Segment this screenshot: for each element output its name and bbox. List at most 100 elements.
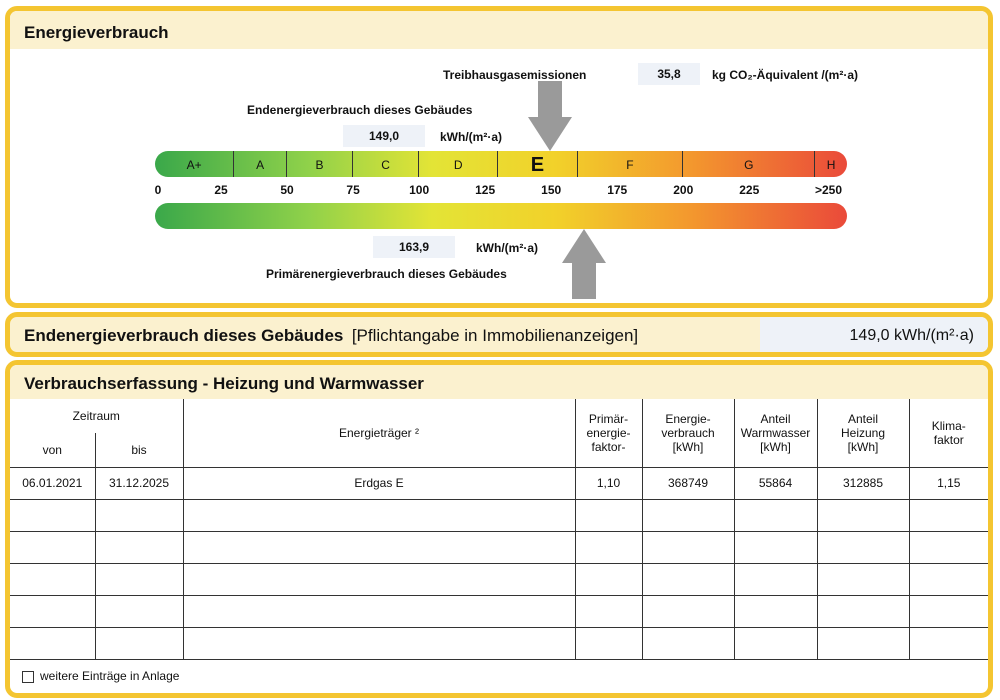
empty-cell [816,594,910,628]
table-row-empty [10,530,988,564]
energy-class-c: C [353,151,420,177]
empty-cell [182,498,576,532]
scale-tick: 200 [673,183,694,197]
cell-klima: 1,15 [908,466,988,500]
empty-cell [182,562,576,596]
empty-cell [908,562,988,596]
empty-cell [908,530,988,564]
empty-cell [10,594,96,628]
summary-subtitle: [Pflichtangabe in Immobilienanzeigen] [351,326,639,345]
further-entries: weitere Einträge in Anlage [22,669,179,683]
empty-cell [733,626,818,660]
header-bis: bis [94,433,184,468]
empty-cell [94,498,184,532]
empty-cell [733,530,818,564]
empty-cell [10,530,96,564]
summary-value: 149,0 kWh/(m²·a) [760,317,988,352]
empty-cell [641,562,735,596]
cell-traeger: Erdgas E [182,466,576,500]
empty-cell [10,626,96,660]
header-klimafaktor: Klima- faktor [908,399,988,468]
consumption-table: Zeitraum Energieträger ² Primär- energie… [10,399,988,660]
empty-cell [641,626,735,660]
primary-energy-label: Primärenergieverbrauch dieses Gebäudes [266,267,507,281]
header-zeitraum: Zeitraum [10,399,184,433]
end-energy-unit: kWh/(m²·a) [440,130,502,144]
energy-class-d: D [419,151,499,177]
further-entries-label: weitere Einträge in Anlage [40,669,180,683]
scale-tick: 225 [739,183,760,197]
empty-cell [733,562,818,596]
empty-cell [641,530,735,564]
empty-cell [816,498,910,532]
header-primaer-1: Primär- [588,411,629,426]
record-panel-title: Verbrauchserfassung - Heizung und Warmwa… [10,365,988,399]
energy-class-e: E [498,151,578,177]
emission-label: Treibhausgasemissionen [443,68,587,82]
header-primaer-2: energie- [586,425,631,440]
cell-bis: 31.12.2025 [94,466,184,500]
header-warmwasser-2: Warmwasser [740,425,811,440]
header-heizung-2: Heizung [840,425,886,440]
table-row-empty [10,594,988,628]
end-energy-value: 149,0 [343,125,425,147]
empty-cell [182,530,576,564]
scale-tick: 25 [214,183,228,197]
cell-verbrauch: 368749 [641,466,735,500]
header-energietraeger: Energieträger ² [182,399,576,468]
scale-tick: >250 [814,183,843,197]
empty-cell [733,594,818,628]
energy-class-f: F [578,151,684,177]
header-verbrauch-1: Energie- [665,411,711,426]
table-row: 06.01.2021 31.12.2025 Erdgas E 1,10 3687… [10,466,988,500]
primary-energy-arrow-icon [562,229,606,299]
end-energy-arrow-icon [528,81,572,151]
cell-heizung: 312885 [816,466,910,500]
header-klima-1: Klima- [931,418,966,433]
header-verbrauch-2: verbrauch [661,425,715,440]
header-klima-2: faktor [933,432,964,447]
scale-tick: 175 [607,183,628,197]
end-energy-summary-panel: Endenergieverbrauch dieses Gebäudes [Pfl… [5,312,993,357]
empty-cell [182,626,576,660]
cell-von: 06.01.2021 [10,466,96,500]
empty-cell [816,562,910,596]
empty-cell [94,530,184,564]
empty-cell [733,498,818,532]
header-primaerfaktor: Primär- energie- faktor- [574,399,643,468]
empty-cell [94,626,184,660]
cell-warmwasser: 55864 [733,466,818,500]
header-verbrauch: Energie- verbrauch [kWh] [641,399,735,468]
header-heizung-1: Anteil [847,411,879,426]
empty-cell [816,530,910,564]
end-energy-label: Endenergieverbrauch dieses Gebäudes [247,103,473,117]
table-row-empty [10,498,988,532]
table-row-empty [10,562,988,596]
emission-unit: kg CO₂-Äquivalent /(m²·a) [712,68,859,82]
empty-cell [641,594,735,628]
emission-value: 35,8 [638,63,700,85]
consumption-record-panel: Verbrauchserfassung - Heizung und Warmwa… [5,360,993,698]
scale-tick: 100 [409,183,430,197]
empty-cell [94,562,184,596]
summary-title-line: Endenergieverbrauch dieses Gebäudes [Pfl… [24,317,638,352]
primary-energy-unit: kWh/(m²·a) [476,241,538,255]
empty-cell [574,626,643,660]
empty-cell [10,498,96,532]
scale-tick: 75 [346,183,360,197]
empty-cell [908,594,988,628]
header-warmwasser: Anteil Warmwasser [kWh] [733,399,818,468]
header-von: von [10,433,96,468]
scale-tick: 50 [280,183,294,197]
summary-title: Endenergieverbrauch dieses Gebäudes [24,326,344,345]
empty-cell [908,498,988,532]
empty-cell [641,498,735,532]
energy-class-h: H [826,158,836,172]
energy-panel-title: Energieverbrauch [10,11,988,49]
header-heizung-3: [kWh] [847,439,879,454]
empty-cell [816,626,910,660]
further-entries-checkbox[interactable] [22,670,34,683]
energy-consumption-panel: Energieverbrauch Treibhausgasemissionen … [5,6,993,308]
empty-cell [574,530,643,564]
